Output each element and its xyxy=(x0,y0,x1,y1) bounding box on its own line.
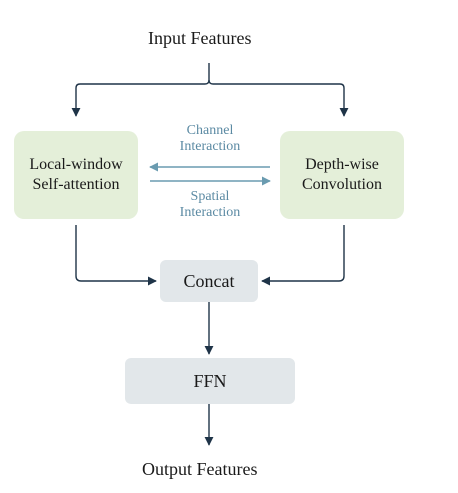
spatial-interaction-line: Interaction xyxy=(179,205,241,221)
input-split-connector-right xyxy=(208,79,349,117)
ffn-block: FFN xyxy=(125,358,295,404)
spatial-interaction-label: Spatial Interaction xyxy=(158,189,262,221)
local-window-line: Local-window xyxy=(29,156,123,173)
depth-wise-convolution-block: Depth-wise Convolution xyxy=(280,131,404,219)
attention-to-concat-connector xyxy=(75,225,157,286)
self-attention-line: Self-attention xyxy=(32,176,120,193)
concat-block: Concat xyxy=(160,260,258,302)
output-features-label: Output Features xyxy=(142,459,258,479)
depth-wise-line: Depth-wise xyxy=(305,156,379,173)
input-split-connector xyxy=(71,63,210,117)
channel-line: Channel xyxy=(186,123,234,138)
local-window-self-attention-block: Local-window Self-attention xyxy=(14,131,138,219)
convolution-line: Convolution xyxy=(301,176,382,193)
input-features-label: Input Features xyxy=(148,28,252,48)
channel-interaction-label: Channel Interaction xyxy=(158,123,262,155)
spatial-line: Spatial xyxy=(190,189,230,204)
channel-interaction-line: Interaction xyxy=(179,139,241,155)
convolution-to-concat-connector xyxy=(261,225,345,286)
